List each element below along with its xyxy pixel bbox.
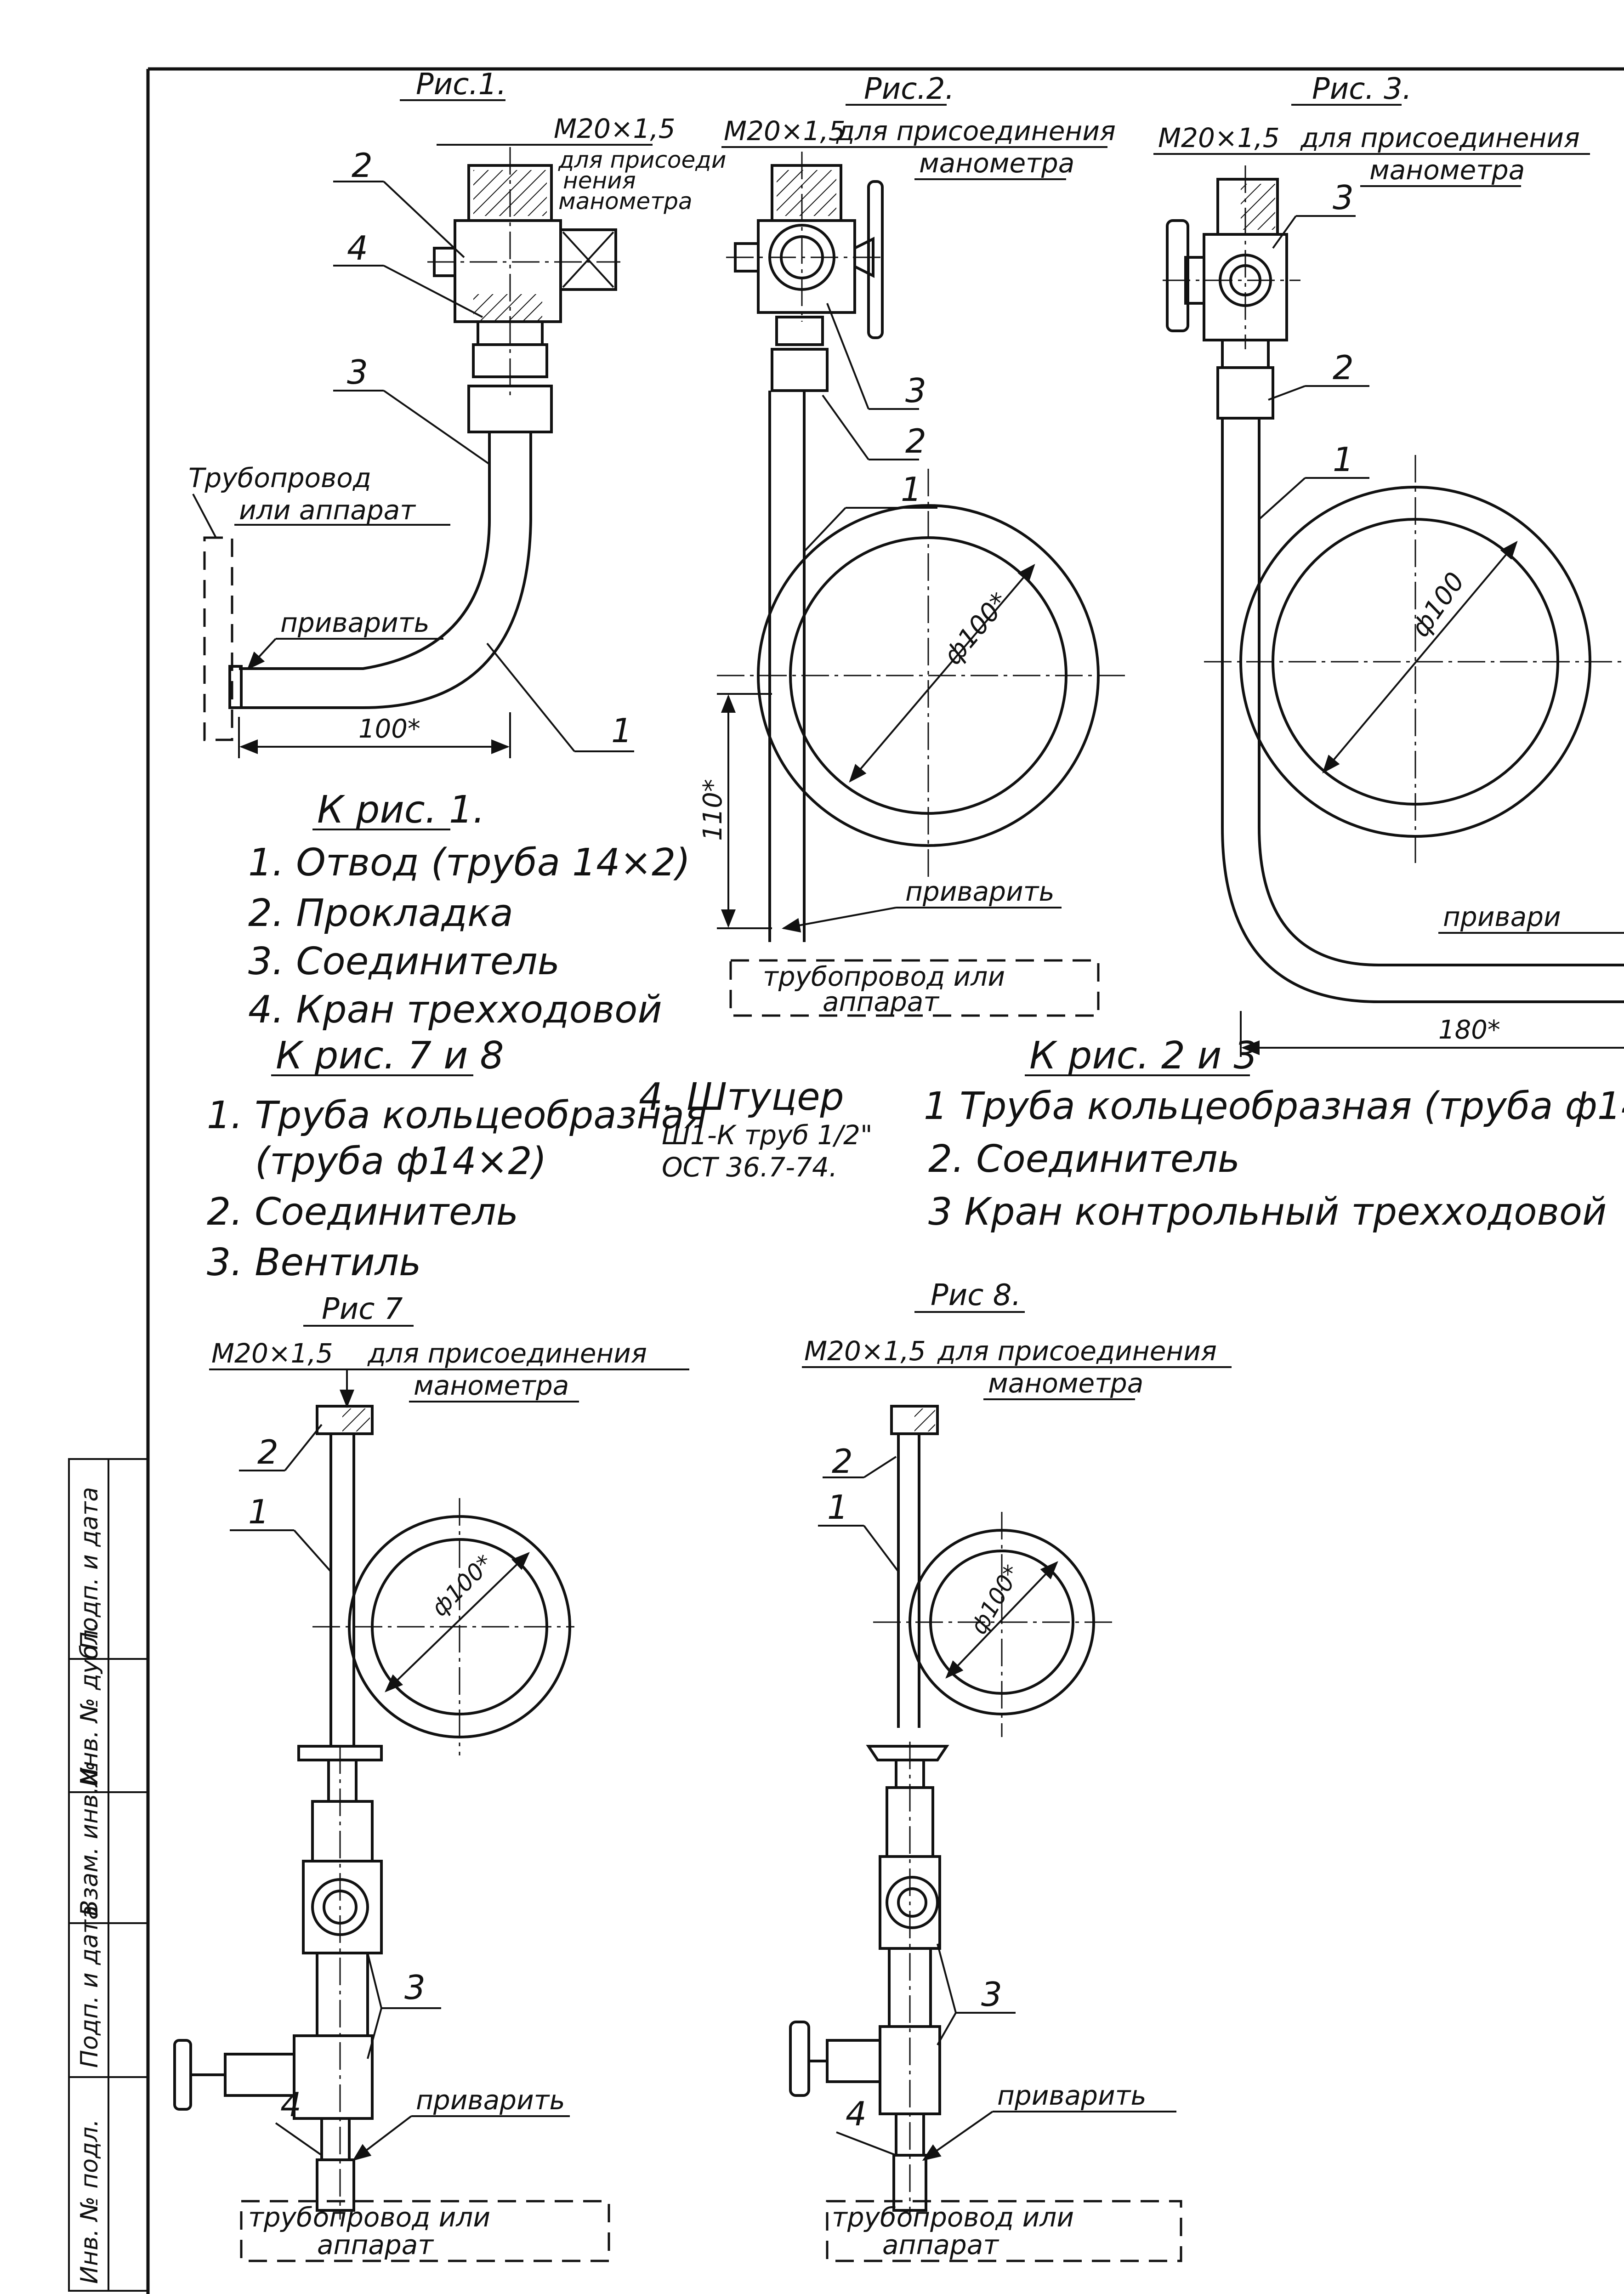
stamp-sign-date-2: Подп. и дата <box>76 1487 103 1650</box>
fig2-dim-height: 110* <box>698 779 728 841</box>
fig8-thread: М20×1,5 <box>804 1335 926 1367</box>
legend-fig23-item-2: 2. Соединитель <box>928 1137 1240 1181</box>
fig8-note-1: для присоединения <box>937 1335 1217 1367</box>
legend-fig78-item-3: 3. Вентиль <box>207 1241 421 1284</box>
fig8-callout-1: 1 <box>827 1488 848 1527</box>
fig7-pipeline-1: трубопровод или <box>248 2202 490 2233</box>
fig1-title: Рис.1. <box>416 68 506 102</box>
fig2-thread: М20×1,5 <box>724 115 846 147</box>
stamp-inv-dup: Инв. № дубл. <box>76 1622 103 1785</box>
legend-fig23-heading: К рис. 2 и 3 <box>1029 1034 1258 1078</box>
legend-fig78-item-1: 1. Труба кольцеобразная <box>207 1094 707 1137</box>
legend-fig1-heading: К рис. 1. <box>317 788 485 832</box>
side-stamp: Инв. № подл. Подп. и дата Взам. инв.№ Ин… <box>68 1458 149 2292</box>
fig7-callout-1: 1 <box>248 1493 269 1531</box>
fig3-callout-3: 3 <box>1333 178 1354 217</box>
fig7-note-2: манометра <box>414 1370 569 1401</box>
legend-fig78-item-4b: Ш1-К труб 1/2" <box>662 1119 873 1151</box>
stamp-sign-date-1: Подп. и дата <box>76 1905 103 2068</box>
stamp-replace-inv: Взам. инв.№ <box>76 1761 103 1916</box>
fig7-weld: приварить <box>416 2084 565 2116</box>
fig7-pipeline-2: аппарат <box>317 2229 434 2260</box>
fig8-title: Рис 8. <box>931 1278 1021 1312</box>
fig8-callout-3: 3 <box>981 1975 1002 2014</box>
fig7-callout-4: 4 <box>280 2085 301 2124</box>
fig2-diameter: ф100* <box>938 587 1015 670</box>
legend-fig78-heading: К рис. 7 и 8 <box>276 1034 504 1078</box>
stamp-inv-orig: Инв. № подл. <box>76 2119 103 2284</box>
legend-fig78-item-2: 2. Соединитель <box>207 1190 518 1234</box>
figure-8: Рис 8. М20×1,5 для присоединения маномет… <box>789 1278 1232 2262</box>
legend-fig1-item-2: 2. Прокладка <box>248 891 513 935</box>
legend-fig1-item-1: 1. Отвод (труба 14×2) <box>248 841 690 885</box>
fig8-callout-4: 4 <box>846 2095 867 2133</box>
fig8-pipeline-2: аппарат <box>882 2229 999 2260</box>
legend-fig1-item-3: 3. Соединитель <box>248 940 560 983</box>
legend-fig78-item-4c: ОСТ 36.7-74. <box>662 1152 837 1183</box>
figure-3: Рис. 3. М20×1,5 для присоединения маноме… <box>1153 72 1624 1057</box>
fig3-weld: привари <box>1443 901 1561 932</box>
fig1-pipeline-1: Трубопровод <box>188 462 371 494</box>
legend-fig23-item-1: 1 Труба кольцеобразная (труба ф14×2) <box>924 1085 1624 1128</box>
fig3-title: Рис. 3. <box>1312 72 1412 106</box>
legend-fig1-item-4: 4. Кран трехходовой <box>248 988 662 1032</box>
fig8-pipeline-1: трубопровод или <box>832 2202 1074 2233</box>
fig1-callout-3: 3 <box>347 353 368 392</box>
fig1-pipeline-2: или аппарат <box>239 494 416 526</box>
figure-7: Рис 7 М20×1,5 для присоединения манометр… <box>173 1292 689 2262</box>
legend-fig78: К рис. 7 и 8 1. Труба кольцеобразная (тр… <box>207 1034 873 1284</box>
fig2-note-2: манометра <box>919 148 1074 179</box>
fig8-note-2: манометра <box>988 1368 1143 1399</box>
fig1-callout-2: 2 <box>352 146 373 185</box>
fig2-note-1: для присоединения <box>836 115 1116 147</box>
legend-fig1: К рис. 1. 1. Отвод (труба 14×2) 2. Прокл… <box>248 788 690 1032</box>
fig7-thread: М20×1,5 <box>211 1338 333 1369</box>
fig1-weld: приварить <box>280 607 430 638</box>
fig3-callout-1: 1 <box>1333 440 1354 479</box>
fig3-thread: М20×1,5 <box>1158 122 1280 153</box>
fig2-pipeline-1: трубопровод или <box>763 961 1005 992</box>
fig8-weld: приварить <box>997 2080 1147 2111</box>
fig2-pipeline-2: аппарат <box>823 986 940 1017</box>
fig3-note-1: для присоединения <box>1300 122 1580 153</box>
legend-fig78-item-1b: (труба ф14×2) <box>255 1140 547 1183</box>
fig3-dim-length: 180* <box>1438 1015 1500 1045</box>
fig2-callout-2: 2 <box>905 422 926 460</box>
fig8-callout-2: 2 <box>832 1442 853 1481</box>
fig2-title: Рис.2. <box>864 72 954 106</box>
fig7-callout-3: 3 <box>404 1968 426 2007</box>
fig1-note-1: для присоеди <box>558 147 726 173</box>
fig1-thread: М20×1,5 <box>554 113 676 144</box>
fig3-callout-2: 2 <box>1333 348 1354 387</box>
fig2-callout-1: 1 <box>901 470 922 509</box>
fig1-callout-1: 1 <box>611 711 632 750</box>
fig2-callout-3: 3 <box>905 371 926 410</box>
fig1-callout-4: 4 <box>347 229 368 267</box>
fig7-note-1: для присоединения <box>367 1338 647 1369</box>
fig7-callout-2: 2 <box>257 1433 278 1471</box>
fig1-note-2: нения <box>563 167 636 194</box>
legend-fig78-item-4: 4. Штуцер <box>639 1075 844 1119</box>
figure-2: Рис.2. М20×1,5 для присоединения маномет… <box>698 72 1130 1017</box>
fig7-diameter: ф100* <box>426 1550 498 1621</box>
legend-fig23-item-3: 3 Кран контрольный трехходовой <box>928 1190 1607 1234</box>
fig1-dim-length: 100* <box>358 714 420 744</box>
fig7-title: Рис 7 <box>322 1292 403 1326</box>
fig2-weld: приварить <box>905 876 1055 907</box>
figure-1: Рис.1. М20×1,5 для присоеди нения маноме… <box>188 68 726 758</box>
fig1-note-3: манометра <box>558 188 693 215</box>
legend-fig23: К рис. 2 и 3 1 Труба кольцеобразная (тру… <box>924 1034 1624 1234</box>
fig3-note-2: манометра <box>1369 154 1525 186</box>
